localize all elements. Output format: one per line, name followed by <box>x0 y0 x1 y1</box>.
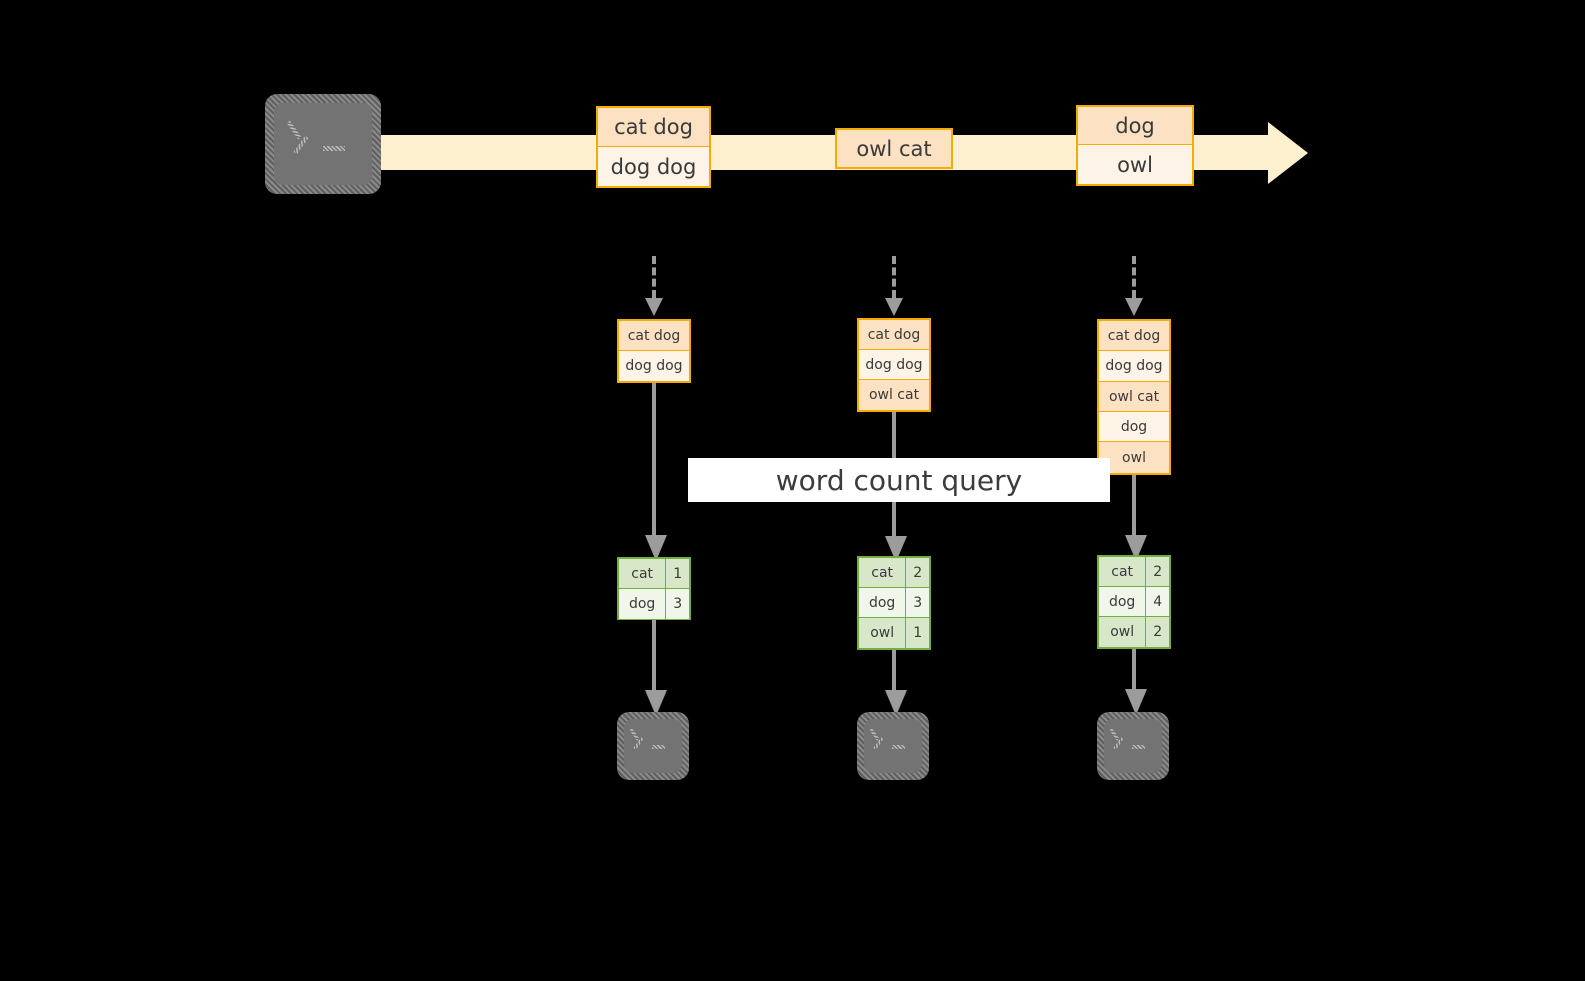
stream-record-line: dog dog <box>598 147 709 186</box>
result-count: 3 <box>906 588 929 617</box>
table-row: dog 4 <box>1099 587 1169 617</box>
snapshot-input-line: owl <box>1099 442 1169 473</box>
result-count: 2 <box>1146 557 1169 586</box>
table-row: cat 2 <box>1099 557 1169 587</box>
source-terminal-icon[interactable] <box>265 94 381 194</box>
stream-record-line: dog <box>1078 107 1192 145</box>
result-count: 2 <box>1146 617 1169 647</box>
stream-record-3[interactable]: dog owl <box>1076 105 1194 186</box>
connector-sink-1 <box>645 620 667 718</box>
snapshot-3-input[interactable]: cat dog dog dog owl cat dog owl <box>1097 319 1171 475</box>
connector-stream-to-snapshot-3 <box>1125 256 1143 316</box>
stream-record-2[interactable]: owl cat <box>835 128 953 169</box>
query-label-text: word count query <box>775 463 1023 497</box>
snapshot-input-line: dog <box>1099 412 1169 442</box>
connector-stream-to-snapshot-1 <box>645 256 663 316</box>
snapshot-input-line: cat dog <box>1099 321 1169 351</box>
result-word: cat <box>859 558 907 587</box>
terminal-prompt-underscore-icon <box>1132 745 1145 749</box>
stream-arrow-head <box>1268 122 1308 184</box>
connector-query-3 <box>1125 475 1147 565</box>
snapshot-input-line: owl cat <box>1099 382 1169 412</box>
sink-terminal-icon-3[interactable] <box>1097 712 1169 780</box>
snapshot-input-line: dog dog <box>1099 351 1169 382</box>
result-count: 3 <box>666 589 689 619</box>
result-word: dog <box>1099 587 1147 616</box>
terminal-prompt-underscore-icon <box>652 745 665 749</box>
result-word: dog <box>859 588 907 617</box>
result-count: 1 <box>666 559 689 588</box>
table-row: dog 3 <box>619 589 689 619</box>
result-word: owl <box>859 618 907 648</box>
stream-record-line: owl <box>1078 145 1192 184</box>
table-row: cat 1 <box>619 559 689 589</box>
snapshot-input-line: cat dog <box>859 320 929 350</box>
snapshot-input-line: dog dog <box>619 351 689 381</box>
result-count: 2 <box>906 558 929 587</box>
connector-query-1 <box>645 383 667 563</box>
query-label: word count query <box>688 458 1110 502</box>
terminal-screen <box>274 103 372 185</box>
result-word: cat <box>1099 557 1147 586</box>
connector-sink-2 <box>885 650 907 718</box>
terminal-prompt-underscore-icon <box>892 745 905 749</box>
snapshot-input-line: owl cat <box>859 380 929 410</box>
stream-record-line: owl cat <box>837 130 951 167</box>
result-table-3[interactable]: cat 2 dog 4 owl 2 <box>1097 555 1171 649</box>
sink-terminal-icon-1[interactable] <box>617 712 689 780</box>
result-count: 4 <box>1146 587 1169 616</box>
snapshot-1-input[interactable]: cat dog dog dog <box>617 319 691 383</box>
sink-terminal-icon-2[interactable] <box>857 712 929 780</box>
table-row: dog 3 <box>859 588 929 618</box>
stream-record-line: cat dog <box>598 108 709 147</box>
snapshot-input-line: cat dog <box>619 321 689 351</box>
result-word: cat <box>619 559 667 588</box>
stream-record-1[interactable]: cat dog dog dog <box>596 106 711 188</box>
connector-sink-3 <box>1125 649 1147 717</box>
result-table-2[interactable]: cat 2 dog 3 owl 1 <box>857 556 931 650</box>
snapshot-input-line: dog dog <box>859 350 929 380</box>
result-word: dog <box>619 589 667 619</box>
terminal-prompt-underscore-icon <box>323 146 345 151</box>
result-count: 1 <box>906 618 929 648</box>
connector-stream-to-snapshot-2 <box>885 256 903 316</box>
result-table-1[interactable]: cat 1 dog 3 <box>617 557 691 620</box>
result-word: owl <box>1099 617 1147 647</box>
snapshot-2-input[interactable]: cat dog dog dog owl cat <box>857 318 931 412</box>
table-row: owl 1 <box>859 618 929 648</box>
table-row: owl 2 <box>1099 617 1169 647</box>
table-row: cat 2 <box>859 558 929 588</box>
